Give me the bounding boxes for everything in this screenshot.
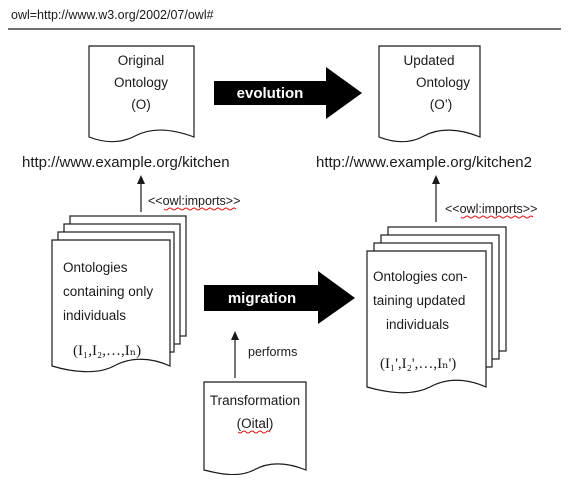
individuals-right-line1: Ontologies con-	[373, 269, 468, 284]
individuals-right-line2: taining updated	[373, 293, 465, 308]
imports-arrow-left	[137, 175, 145, 212]
imports-left-spellcheck	[163, 207, 237, 211]
individuals-left-line2: containing only	[63, 284, 153, 299]
individuals-stack-left: Ontologies containing only individuals (…	[51, 215, 187, 373]
transformation-document: Transformation (Oital)	[203, 381, 307, 476]
transformation-line2: (Oital)	[237, 416, 274, 431]
original-ontology-line2: Ontology	[114, 75, 168, 90]
imports-label-right: <<owl:imports>>	[445, 202, 537, 216]
updated-ontology-line1: Updated	[403, 53, 454, 68]
individuals-left-line3: individuals	[63, 308, 126, 323]
individuals-left-line1: Ontologies	[63, 260, 128, 275]
evolution-label: evolution	[237, 85, 304, 102]
evolution-arrow: evolution	[214, 67, 362, 119]
imports-label-left: <<owl:imports>>	[148, 194, 240, 208]
namespace-header: owl=http://www.w3.org/2002/07/owl#	[11, 8, 214, 22]
updated-ontology-line3: (O’)	[430, 97, 453, 112]
original-ontology-line3: (O)	[131, 97, 151, 112]
migration-label: migration	[228, 290, 296, 307]
updated-ontology-line2: Ontology	[416, 75, 470, 90]
performs-arrow	[231, 331, 239, 378]
transformation-spellcheck	[237, 430, 271, 434]
individuals-right-formula: (I₁',I₂',…,Iₙ')	[380, 356, 456, 372]
migration-arrow: migration	[204, 271, 355, 324]
imports-right-spellcheck	[460, 215, 534, 219]
transformation-line1: Transformation	[210, 393, 300, 408]
individuals-left-formula: (I₁,I₂,…,Iₙ)	[73, 343, 141, 359]
original-ontology-line1: Original	[118, 53, 165, 68]
kitchen-url: http://www.example.org/kitchen	[22, 154, 230, 171]
kitchen2-url: http://www.example.org/kitchen2	[316, 154, 532, 171]
original-ontology-document: Original Ontology (O)	[88, 45, 195, 143]
updated-ontology-document: Updated Ontology (O’)	[378, 45, 481, 143]
individuals-stack-right: Ontologies con- taining updated individu…	[366, 226, 507, 394]
individuals-right-line3: individuals	[386, 317, 449, 332]
imports-arrow-right	[432, 175, 440, 222]
performs-label: performs	[248, 345, 297, 359]
